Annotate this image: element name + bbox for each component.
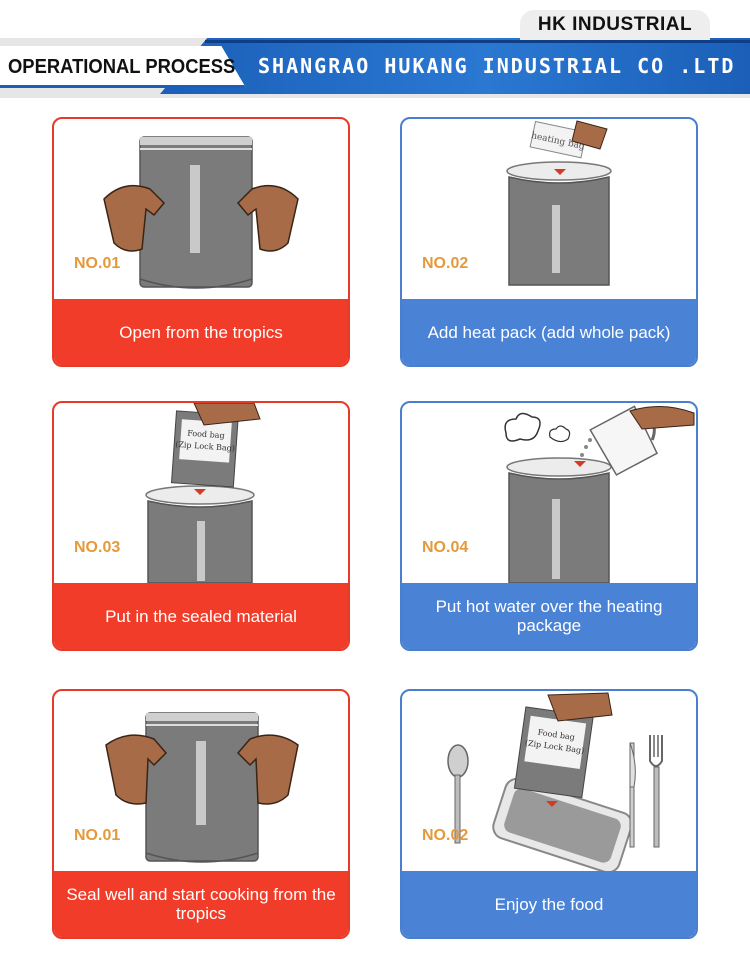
step-card-2: heating bag NO.02 Add heat pack (add who… bbox=[400, 117, 698, 367]
step-card-1: NO.01 Open from the tropics bbox=[52, 117, 350, 367]
step-number: NO.01 bbox=[74, 255, 121, 272]
step-caption: Seal well and start cooking from the tro… bbox=[54, 871, 348, 937]
step-caption: Open from the tropics bbox=[54, 299, 348, 365]
seal-bag-illustration bbox=[105, 712, 299, 863]
step-number: NO.01 bbox=[74, 827, 121, 844]
section-label: OPERATIONAL PROCESS bbox=[8, 56, 236, 78]
header-accent-line bbox=[205, 40, 750, 43]
step-card-4: NO.04 Put hot water over the heating pac… bbox=[400, 401, 698, 651]
step-caption: Enjoy the food bbox=[402, 871, 696, 937]
heat-pack-illustration: heating bag bbox=[506, 120, 612, 286]
step-number: NO.02 bbox=[422, 827, 469, 844]
brand-tab: HK INDUSTRIAL bbox=[520, 10, 710, 40]
food-bag-label: Food bag bbox=[187, 429, 225, 441]
step-caption: Put hot water over the heating package bbox=[402, 583, 696, 649]
step-number: NO.04 bbox=[422, 539, 469, 556]
open-bag-illustration bbox=[103, 136, 299, 289]
header-banner bbox=[160, 38, 750, 94]
step-card-6: Food bag (Zip Lock Bag) NO.02 Enjoy the … bbox=[400, 689, 698, 939]
step-caption: Add heat pack (add whole pack) bbox=[402, 299, 696, 365]
step-caption: Put in the sealed material bbox=[54, 583, 348, 649]
zip-lock-label: (Zip Lock Bag) bbox=[175, 440, 235, 453]
step-number: NO.02 bbox=[422, 255, 469, 272]
company-name: SHANGRAO HUKANG INDUSTRIAL CO .LTD bbox=[258, 54, 736, 78]
step-card-3: Food bag (Zip Lock Bag) NO.03 Put in the… bbox=[52, 401, 350, 651]
sealed-material-illustration: Food bag (Zip Lock Bag) bbox=[145, 403, 261, 583]
step-number: NO.03 bbox=[74, 539, 121, 556]
enjoy-food-illustration: Food bag (Zip Lock Bag) bbox=[447, 692, 663, 871]
step-card-5: NO.01 Seal well and start cooking from t… bbox=[52, 689, 350, 939]
hot-water-illustration bbox=[504, 405, 695, 583]
section-tab bbox=[0, 46, 246, 88]
